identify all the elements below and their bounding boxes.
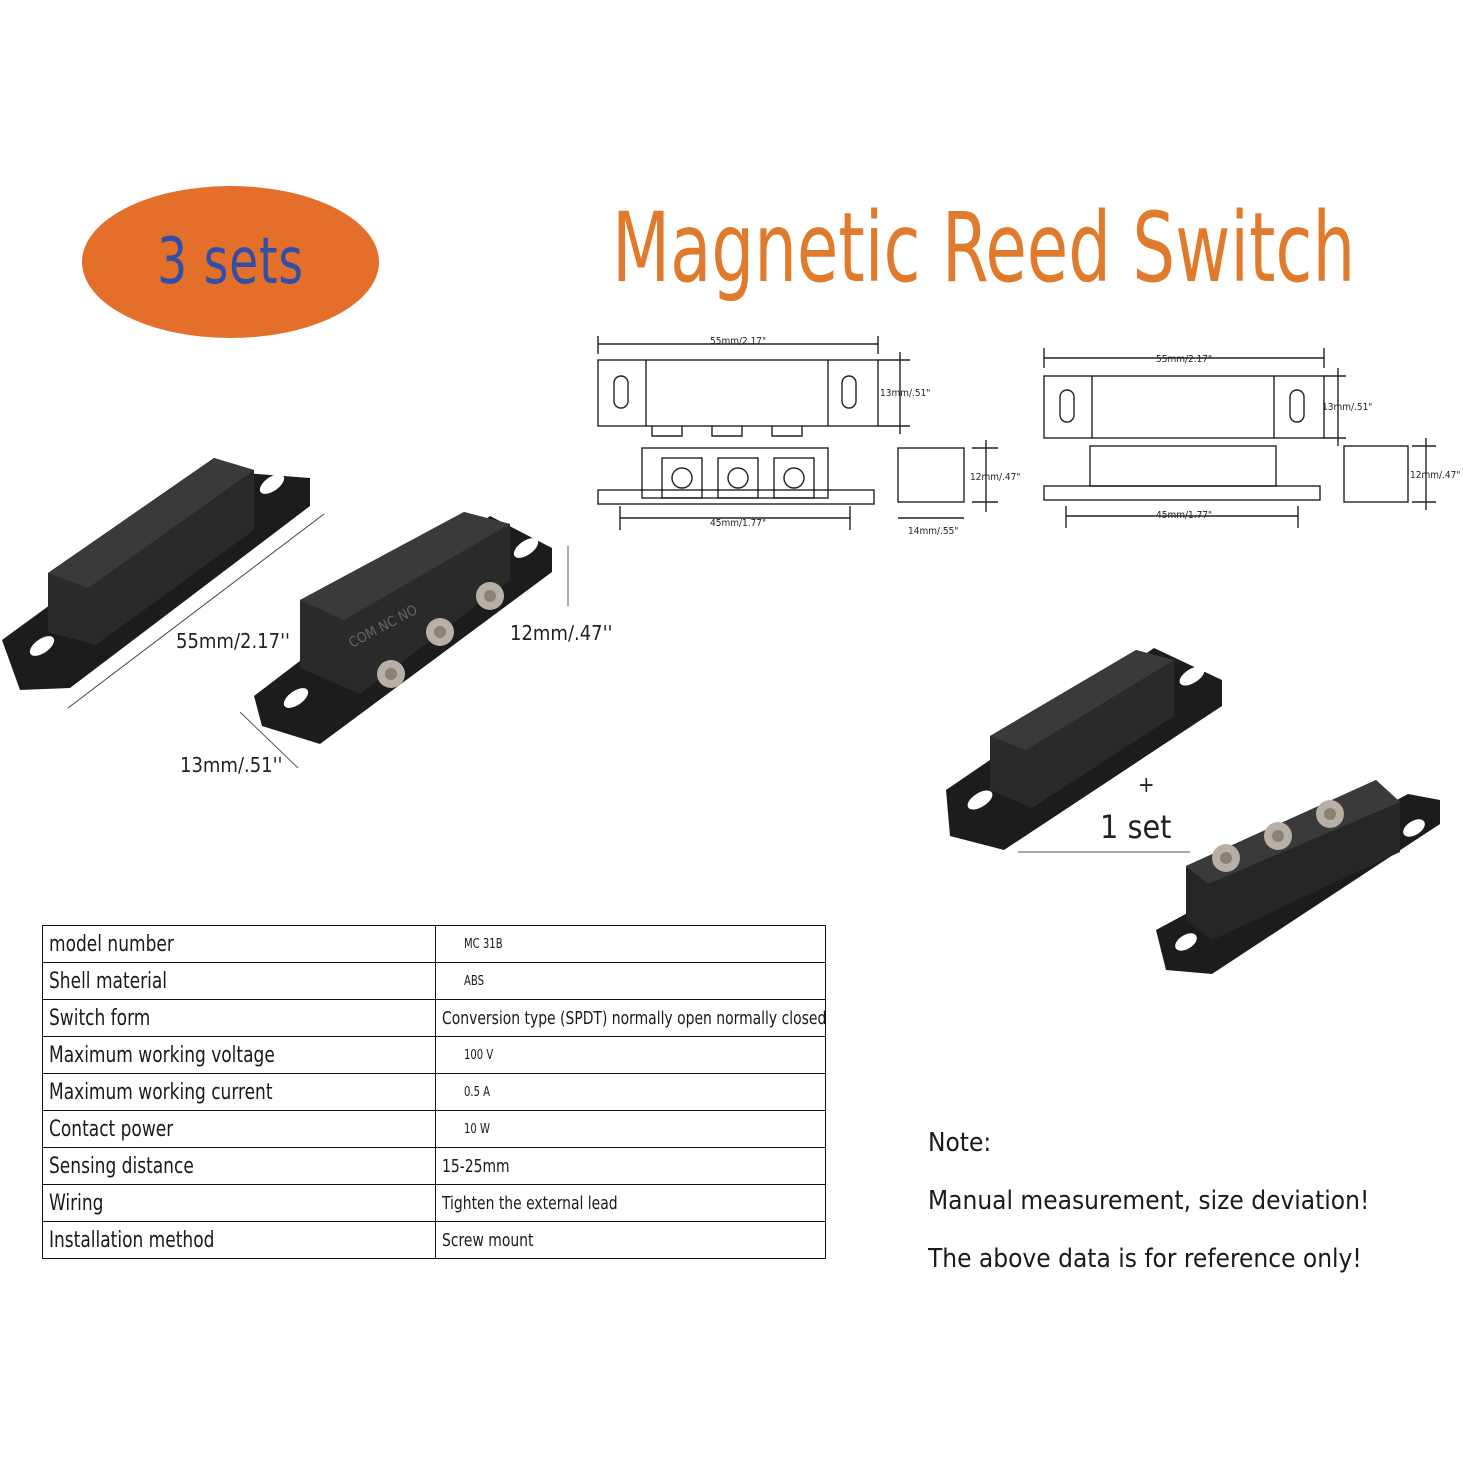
spec-label: Maximum working voltage <box>42 1036 436 1074</box>
drawing-left-height: 12mm/.47" <box>970 472 1020 483</box>
spec-label-text: Switch form <box>49 1005 151 1031</box>
table-row: Shell material ABS <box>42 962 826 1000</box>
spec-label: model number <box>42 925 436 963</box>
spec-label-text: Shell material <box>49 968 167 994</box>
sets-badge: 3 sets <box>82 186 379 338</box>
spec-label-text: Contact power <box>49 1116 174 1142</box>
table-row: Maximum working current 0.5 A <box>42 1073 826 1111</box>
spec-label-text: Installation method <box>49 1227 215 1253</box>
spec-label-text: Maximum working current <box>49 1079 273 1105</box>
table-row: Contact power 10 W <box>42 1110 826 1148</box>
note-line-2: The above data is for reference only! <box>928 1244 1362 1274</box>
magnet-part-image-2 <box>946 648 1222 850</box>
spec-label: Maximum working current <box>42 1073 436 1111</box>
drawing-left-base-length: 45mm/1.77" <box>710 518 766 529</box>
spec-value: ABS <box>435 962 826 1000</box>
magnet-part-image <box>2 458 310 690</box>
drawing-left-width: 13mm/.51" <box>880 388 930 399</box>
drawing-right-base-length: 45mm/1.77" <box>1156 510 1212 521</box>
spec-label: Sensing distance <box>42 1147 436 1185</box>
spec-value: 10 W <box>435 1110 826 1148</box>
one-set-label: 1 set <box>1100 808 1171 846</box>
table-row: Maximum working voltage 100 V <box>42 1036 826 1074</box>
spec-value: Screw mount <box>435 1221 826 1259</box>
note-heading: Note: <box>928 1128 992 1158</box>
spec-value-text: 15-25mm <box>442 1155 510 1177</box>
spec-label: Contact power <box>42 1110 436 1148</box>
drawing-right-top-length: 55mm/2.17" <box>1156 354 1212 365</box>
spec-value: Tighten the external lead <box>435 1184 826 1222</box>
plus-sign: + <box>1138 773 1155 798</box>
switch-part-image <box>254 512 552 744</box>
spec-label: Shell material <box>42 962 436 1000</box>
spec-label: Installation method <box>42 1221 436 1259</box>
spec-value-text: 10 W <box>464 1121 490 1137</box>
photo-height-label: 12mm/.47'' <box>510 621 613 645</box>
table-row: model number MC 31B <box>42 925 826 963</box>
spec-label: Wiring <box>42 1184 436 1222</box>
length-dimension-line <box>67 513 325 709</box>
spec-value-text: 0.5 A <box>464 1084 491 1100</box>
spec-label-text: model number <box>49 931 174 957</box>
spec-value: 100 V <box>435 1036 826 1074</box>
table-row: Switch form Conversion type (SPDT) normal… <box>42 999 826 1037</box>
drawing-right-height: 12mm/.47" <box>1410 470 1460 481</box>
technical-drawing-left: 55mm/2.17" 13mm/.51" 45mm/1.77" 12mm/.47… <box>597 336 1020 537</box>
spec-value-text: ABS <box>464 973 484 989</box>
photo-length-label: 55mm/2.17'' <box>176 629 290 653</box>
badge-text: 3 sets <box>157 225 304 299</box>
spec-value-text: Tighten the external lead <box>442 1192 618 1214</box>
spec-value: MC 31B <box>435 925 826 963</box>
switch-part-image-2 <box>1156 780 1440 974</box>
product-photo-one-set: + 1 set <box>946 648 1440 974</box>
spec-value-text: MC 31B <box>464 936 503 952</box>
spec-value-text: Screw mount <box>442 1229 534 1251</box>
table-row: Installation method Screw mount <box>42 1221 826 1259</box>
table-row: Sensing distance 15-25mm <box>42 1147 826 1185</box>
page-title: Magnetic Reed Switch <box>612 192 1356 304</box>
photo-width-label: 13mm/.51'' <box>180 753 283 777</box>
note-block: Note: Manual measurement, size deviation… <box>928 1120 1408 1294</box>
drawing-left-top-length: 55mm/2.17" <box>710 336 766 347</box>
spec-table: model number MC 31B Shell material ABS Switc… <box>42 925 826 1259</box>
product-photo-pair: 55mm/2.17'' COM NC NO 12mm/.47'' 13mm/.5… <box>2 458 613 777</box>
spec-value: 0.5 A <box>435 1073 826 1111</box>
drawing-left-depth: 14mm/.55" <box>908 526 958 537</box>
spec-label-text: Sensing distance <box>49 1153 194 1179</box>
spec-value-text: Conversion type (SPDT) normally open nor… <box>442 1007 826 1029</box>
spec-value-text: 100 V <box>464 1047 494 1063</box>
spec-label-text: Wiring <box>49 1190 104 1216</box>
width-dimension-line <box>239 711 299 769</box>
table-row: Wiring Tighten the external lead <box>42 1184 826 1222</box>
spec-value: 15-25mm <box>435 1147 826 1185</box>
spec-value: Conversion type (SPDT) normally open nor… <box>435 999 826 1037</box>
spec-label-text: Maximum working voltage <box>49 1042 275 1068</box>
technical-drawing-right: 55mm/2.17" 13mm/.51" 45mm/1.77" 12mm/.47… <box>1043 348 1460 528</box>
spec-label: Switch form <box>42 999 436 1037</box>
drawing-right-width: 13mm/.51" <box>1322 402 1372 413</box>
note-line-1: Manual measurement, size deviation! <box>928 1186 1370 1216</box>
